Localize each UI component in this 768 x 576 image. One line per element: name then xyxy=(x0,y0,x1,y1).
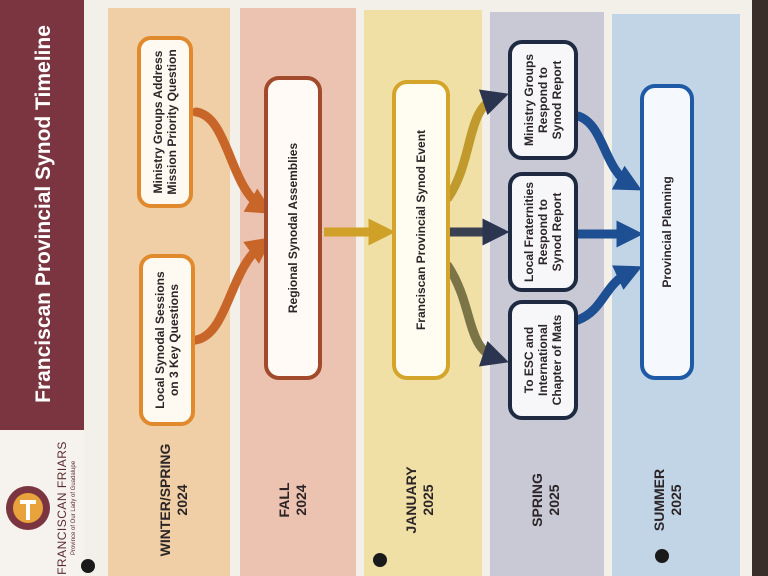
punch-hole xyxy=(373,553,387,567)
arrow-esc-to-planning xyxy=(573,265,643,325)
text-to-esc-international: To ESC and International Chapter of Mats xyxy=(522,314,564,406)
box-franciscan-provincial-synod-event xyxy=(392,80,450,380)
box-local-fraternities-respond xyxy=(508,172,578,292)
box-provincial-planning xyxy=(640,84,694,380)
box-local-synodal-sessions xyxy=(139,254,195,426)
season-label-spring: SPRING 2025 xyxy=(529,473,562,527)
tau-cross-sunburst-icon xyxy=(6,486,50,530)
arrow-ministry-respond-to-planning xyxy=(573,111,642,191)
title-band xyxy=(0,0,84,430)
arrow-local-to-regional xyxy=(191,237,273,345)
punch-hole xyxy=(81,559,95,573)
text-ministry-groups-respond: Ministry Groups Respond to Synod Report xyxy=(522,53,564,147)
arrow-synod-to-esc xyxy=(443,261,509,367)
box-to-esc-international xyxy=(508,300,578,420)
text-franciscan-provincial-synod-event: Franciscan Provincial Synod Event xyxy=(414,129,428,331)
text-ministry-groups-address: Ministry Groups Address Mission Priority… xyxy=(151,49,179,195)
box-ministry-groups-address xyxy=(137,36,193,208)
punch-hole xyxy=(655,549,669,563)
brand-name: FRANCISCAN FRIARS xyxy=(55,441,69,575)
season-label-winter-spring: WINTER/SPRING 2024 xyxy=(157,443,190,557)
text-local-synodal-sessions: Local Synodal Sessions on 3 Key Question… xyxy=(153,271,181,409)
box-regional-synodal-assemblies xyxy=(264,76,322,380)
season-label-fall: FALL 2024 xyxy=(276,482,309,518)
season-label-summer: SUMMER 2025 xyxy=(651,468,684,532)
text-provincial-planning: Provincial Planning xyxy=(660,176,674,288)
page-title: Franciscan Provincial Synod Timeline xyxy=(32,25,55,403)
brand-subtitle: Province of Our Lady of Guadalupe xyxy=(71,460,77,556)
arrow-synod-to-ministry-respond xyxy=(443,89,509,203)
text-local-fraternities-respond: Local Fraternities Respond to Synod Repo… xyxy=(522,181,564,283)
arrow-ministry-to-regional xyxy=(191,107,274,214)
text-regional-synodal-assemblies: Regional Synodal Assemblies xyxy=(286,142,300,314)
season-label-january: JANUARY 2025 xyxy=(403,466,436,534)
box-ministry-groups-respond xyxy=(508,40,578,160)
